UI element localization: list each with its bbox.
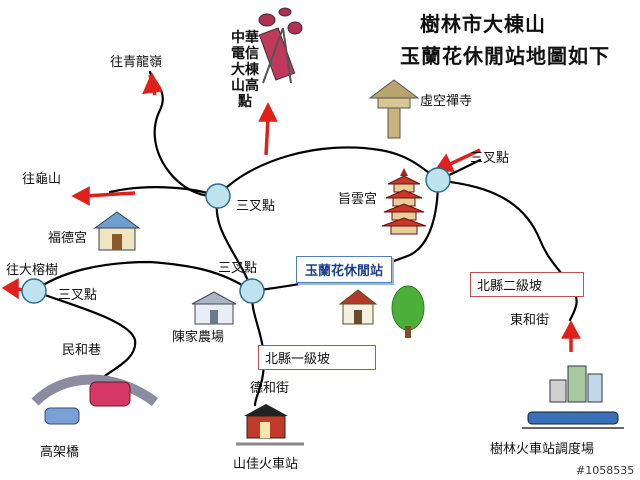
train-yard-icon — [522, 365, 624, 429]
road-to-minhe — [32, 289, 137, 382]
arrow-head-dashushu — [1, 277, 19, 300]
photo-id: #1058535 — [576, 464, 635, 477]
label-shanjia-station: 山佳火車站 — [233, 457, 299, 472]
label-donghe-street: 東和街 — [510, 313, 550, 328]
road-east — [436, 178, 578, 322]
label-dehe-street: 德和街 — [250, 381, 290, 396]
label-shulin-yard: 樹林火車站調度場 — [490, 442, 595, 457]
junction-circle-left — [205, 183, 231, 209]
map-title-line1: 樹林市大棟山 — [420, 12, 546, 36]
label-minhe-lane: 民和巷 — [62, 343, 102, 358]
fude-temple-icon — [93, 211, 141, 251]
label-junction-middle: 三叉點 — [218, 261, 258, 276]
tower-label: 中華電信大棟山高點 — [231, 30, 259, 110]
label-to-guishan: 往龜山 — [22, 172, 62, 187]
label-junction-right: 三叉點 — [470, 151, 510, 166]
telecom-tower-icon — [258, 7, 303, 84]
label-to-qinglongling: 往青龍嶺 — [110, 55, 163, 70]
road-ridge-upper — [216, 146, 440, 198]
north-county-2-box: 北縣二級坡 — [470, 272, 584, 297]
junction-circle-middle — [239, 278, 265, 304]
map-title-line2: 玉蘭花休閒站地圖如下 — [400, 44, 610, 68]
label-xukong-temple: 虛空禪寺 — [420, 94, 473, 109]
chen-farm-icon — [191, 291, 237, 325]
overpass-icon — [31, 374, 158, 425]
arrow-head-qinglongling — [142, 72, 163, 95]
road-to-dehe — [250, 289, 265, 407]
arrow-head-guishan — [71, 186, 90, 206]
label-junction-far-left: 三叉點 — [58, 288, 98, 303]
north-county-1-box: 北縣一級坡 — [258, 345, 376, 370]
yulan-station-box: 玉蘭花休閒站 — [296, 256, 393, 283]
label-zhiyun-temple: 旨雲宮 — [338, 192, 378, 207]
xukong-temple-icon — [368, 79, 420, 139]
label-junction-left: 三叉點 — [236, 199, 276, 214]
pagoda-icon — [381, 168, 427, 235]
road-to-yulan — [250, 178, 440, 293]
arrow-head-shulin — [561, 320, 581, 339]
label-fude-temple: 福德宮 — [48, 231, 88, 246]
station-icon — [236, 404, 304, 446]
label-to-dashushu: 往大榕樹 — [6, 263, 59, 278]
road-to-dashushu — [32, 260, 254, 293]
label-chen-farm: 陳家農場 — [172, 330, 225, 345]
junction-circle-far-left — [21, 278, 47, 304]
junction-circle-right — [425, 167, 451, 193]
house-tree-icon — [338, 285, 425, 338]
label-overpass: 高架橋 — [40, 445, 80, 460]
arrow-head-tower — [258, 102, 278, 122]
